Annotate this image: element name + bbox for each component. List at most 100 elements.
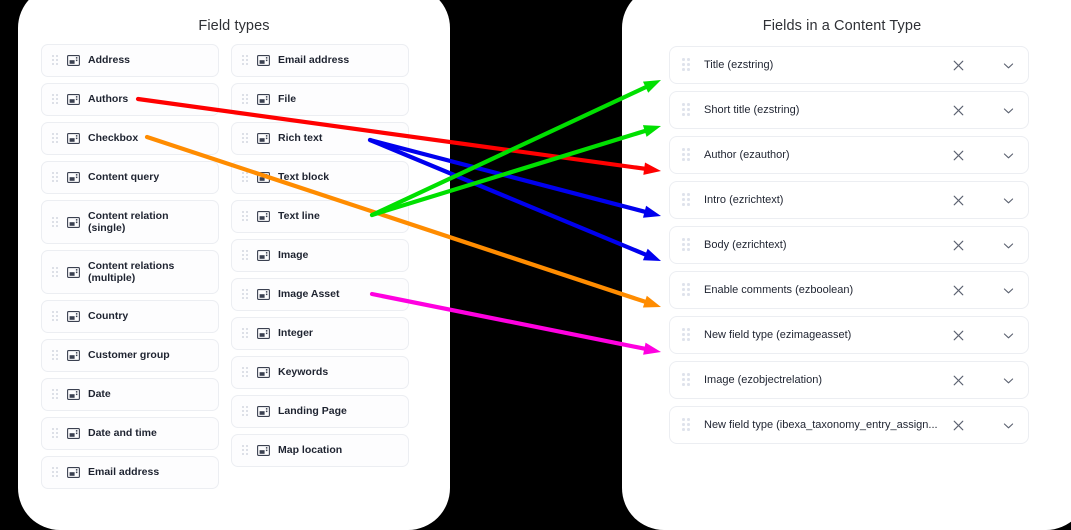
drag-handle-icon[interactable] xyxy=(682,283,691,297)
drag-handle-icon[interactable] xyxy=(52,467,59,478)
field-type-card[interactable]: Content query xyxy=(41,161,219,194)
content-type-field-row[interactable]: Title (ezstring) xyxy=(669,46,1029,84)
chevron-down-icon[interactable] xyxy=(1001,58,1016,73)
field-type-card[interactable]: Map location xyxy=(231,434,409,467)
field-type-card[interactable]: Content relation (single) xyxy=(41,200,219,244)
field-type-label: Customer group xyxy=(88,349,170,362)
field-type-label: Country xyxy=(88,310,129,323)
drag-handle-icon[interactable] xyxy=(52,216,59,228)
drag-handle-icon[interactable] xyxy=(52,350,59,361)
field-type-card[interactable]: Text line xyxy=(231,200,409,233)
field-type-label: Date xyxy=(88,388,111,401)
field-type-card[interactable]: Image xyxy=(231,239,409,272)
field-type-card[interactable]: File xyxy=(231,83,409,116)
drag-handle-icon[interactable] xyxy=(52,266,59,278)
close-icon[interactable] xyxy=(951,58,966,73)
close-icon[interactable] xyxy=(951,238,966,253)
content-type-field-row[interactable]: Image (ezobjectrelation) xyxy=(669,361,1029,399)
field-type-label: Map location xyxy=(278,444,343,457)
field-type-card[interactable]: Image Asset xyxy=(231,278,409,311)
chevron-down-icon[interactable] xyxy=(1001,193,1016,208)
drag-handle-icon[interactable] xyxy=(52,428,59,439)
field-type-icon xyxy=(257,133,270,144)
field-type-label: Text block xyxy=(278,171,330,184)
content-type-field-row[interactable]: Body (ezrichtext) xyxy=(669,226,1029,264)
field-type-card[interactable]: Date and time xyxy=(41,417,219,450)
field-type-icon xyxy=(67,266,80,278)
drag-handle-icon[interactable] xyxy=(242,211,249,222)
drag-handle-icon[interactable] xyxy=(242,367,249,378)
drag-handle-icon[interactable] xyxy=(682,238,691,252)
drag-handle-icon[interactable] xyxy=(682,58,691,72)
field-type-card[interactable]: Address xyxy=(41,44,219,77)
field-type-card[interactable]: Email address xyxy=(231,44,409,77)
drag-handle-icon[interactable] xyxy=(682,148,691,162)
field-type-card[interactable]: Keywords xyxy=(231,356,409,389)
field-type-label: Rich text xyxy=(278,132,323,145)
close-icon[interactable] xyxy=(951,193,966,208)
field-type-label: Content query xyxy=(88,171,160,184)
drag-handle-icon[interactable] xyxy=(242,94,249,105)
chevron-down-icon[interactable] xyxy=(1001,373,1016,388)
drag-handle-icon[interactable] xyxy=(242,289,249,300)
field-type-card[interactable]: Rich text xyxy=(231,122,409,155)
drag-handle-icon[interactable] xyxy=(682,328,691,342)
drag-handle-icon[interactable] xyxy=(682,193,691,207)
close-icon[interactable] xyxy=(951,103,966,118)
drag-handle-icon[interactable] xyxy=(52,94,59,105)
field-type-card[interactable]: Date xyxy=(41,378,219,411)
chevron-down-icon[interactable] xyxy=(1001,418,1016,433)
drag-handle-icon[interactable] xyxy=(682,418,691,432)
close-icon[interactable] xyxy=(951,148,966,163)
field-type-card[interactable]: Email address xyxy=(41,456,219,489)
drag-handle-icon[interactable] xyxy=(682,103,691,117)
drag-handle-icon[interactable] xyxy=(52,55,59,66)
chevron-down-icon[interactable] xyxy=(1001,328,1016,343)
field-type-card[interactable]: Landing Page xyxy=(231,395,409,428)
drag-handle-icon[interactable] xyxy=(242,55,249,66)
field-type-card[interactable]: Checkbox xyxy=(41,122,219,155)
field-type-card[interactable]: Country xyxy=(41,300,219,333)
chevron-down-icon[interactable] xyxy=(1001,238,1016,253)
field-type-icon xyxy=(67,311,80,322)
field-type-icon xyxy=(257,289,270,300)
drag-handle-icon[interactable] xyxy=(52,172,59,183)
field-type-label: Checkbox xyxy=(88,132,139,145)
drag-handle-icon[interactable] xyxy=(242,406,249,417)
field-type-card[interactable]: Customer group xyxy=(41,339,219,372)
drag-handle-icon[interactable] xyxy=(52,311,59,322)
field-type-card[interactable]: Content relations (multiple) xyxy=(41,250,219,294)
drag-handle-icon[interactable] xyxy=(52,389,59,400)
field-type-icon xyxy=(257,250,270,261)
drag-handle-icon[interactable] xyxy=(52,133,59,144)
drag-handle-icon[interactable] xyxy=(242,250,249,261)
field-type-card[interactable]: Authors xyxy=(41,83,219,116)
drag-handle-icon[interactable] xyxy=(682,373,691,387)
field-type-icon xyxy=(67,467,80,478)
field-type-card[interactable]: Text block xyxy=(231,161,409,194)
content-type-field-row[interactable]: Intro (ezrichtext) xyxy=(669,181,1029,219)
chevron-down-icon[interactable] xyxy=(1001,148,1016,163)
chevron-down-icon[interactable] xyxy=(1001,103,1016,118)
field-type-card[interactable]: Integer xyxy=(231,317,409,350)
content-type-fields-panel: Fields in a Content Type Title (ezstring… xyxy=(622,0,1071,530)
drag-handle-icon[interactable] xyxy=(242,133,249,144)
chevron-down-icon[interactable] xyxy=(1001,283,1016,298)
field-type-icon xyxy=(257,94,270,105)
close-icon[interactable] xyxy=(951,418,966,433)
drag-handle-icon[interactable] xyxy=(242,445,249,456)
close-icon[interactable] xyxy=(951,283,966,298)
content-type-field-row[interactable]: Author (ezauthor) xyxy=(669,136,1029,174)
field-type-label: File xyxy=(278,93,297,106)
content-type-field-row[interactable]: Short title (ezstring) xyxy=(669,91,1029,129)
close-icon[interactable] xyxy=(951,373,966,388)
content-type-field-row[interactable]: New field type (ezimageasset) xyxy=(669,316,1029,354)
content-type-field-label: New field type (ibexa_taxonomy_entry_ass… xyxy=(704,419,938,431)
close-icon[interactable] xyxy=(951,328,966,343)
drag-handle-icon[interactable] xyxy=(242,328,249,339)
content-type-field-row[interactable]: New field type (ibexa_taxonomy_entry_ass… xyxy=(669,406,1029,444)
drag-handle-icon[interactable] xyxy=(242,172,249,183)
content-type-field-row[interactable]: Enable comments (ezboolean) xyxy=(669,271,1029,309)
content-type-field-label: Short title (ezstring) xyxy=(704,104,800,116)
